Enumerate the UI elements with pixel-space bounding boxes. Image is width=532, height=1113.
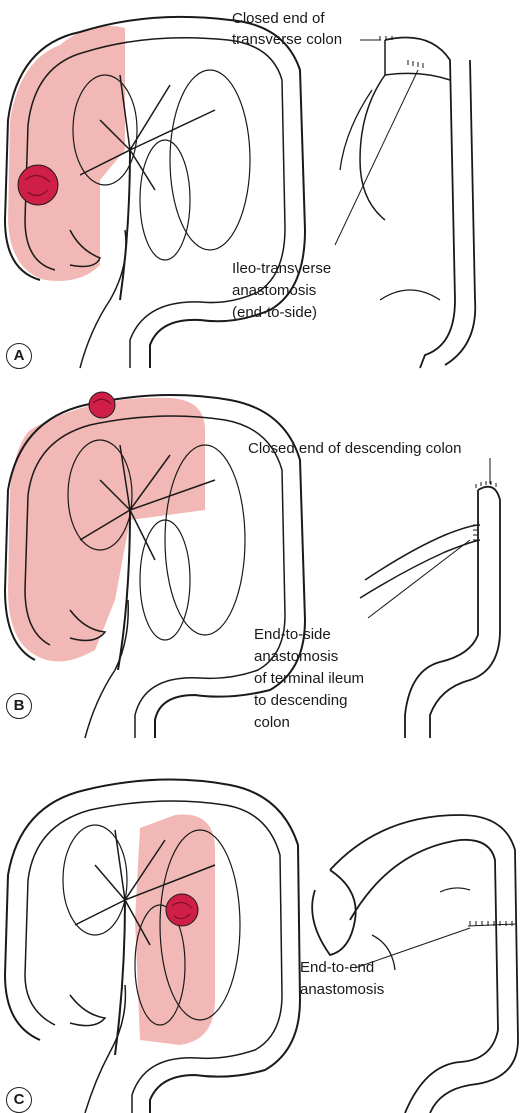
label-anastomosis-a-line1: Ileo-transverse [232, 258, 331, 279]
panel-c: End-to-end anastomosis C [0, 740, 532, 1113]
label-anastomosis-b-line2: anastomosis [254, 646, 338, 667]
label-closed-end-a-line1: Closed end of [232, 8, 325, 29]
tumor-b [89, 392, 115, 418]
label-anastomosis-b-line1: End-to-side [254, 624, 331, 645]
panel-a: Closed end of transverse colon Ileo-tran… [0, 0, 532, 370]
tumor-c [166, 894, 198, 926]
label-anastomosis-b-line5: colon [254, 712, 290, 733]
panel-label-c: C [6, 1087, 32, 1113]
label-anastomosis-b-line3: of terminal ileum [254, 668, 364, 689]
label-closed-end-b: Closed end of descending colon [248, 438, 462, 459]
panel-label-b: B [6, 693, 32, 719]
label-anastomosis-a-line3: (end-to-side) [232, 302, 317, 323]
tumor-a [18, 165, 58, 205]
label-closed-end-a-line2: transverse colon [232, 29, 342, 50]
panel-b: Closed end of descending colon End-to-si… [0, 370, 532, 740]
label-anastomosis-c-line1: End-to-end [300, 957, 374, 978]
resection-zone-b [8, 398, 205, 662]
reconstructed-colon-b [405, 487, 500, 738]
resection-zone-c [135, 814, 215, 1045]
label-anastomosis-a-line2: anastomosis [232, 280, 316, 301]
panel-c-illustration [0, 740, 532, 1113]
label-anastomosis-b-line4: to descending [254, 690, 347, 711]
label-anastomosis-c-line2: anastomosis [300, 979, 384, 1000]
resection-zone-a [8, 26, 125, 281]
reconstructed-colon-a [385, 38, 475, 369]
panel-label-a: A [6, 343, 32, 369]
